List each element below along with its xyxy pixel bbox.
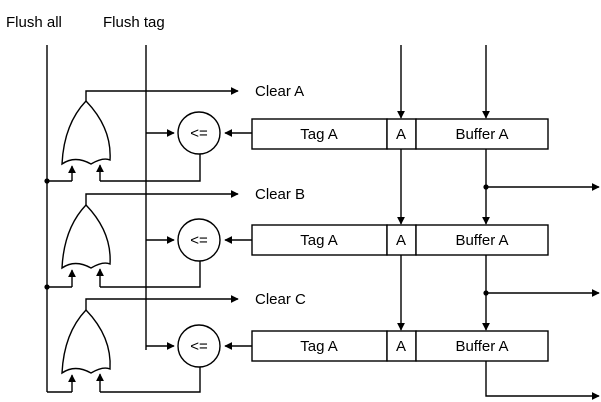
row-b: Clear B <= Tag A A Buffer A <box>47 186 600 331</box>
buffer-cell <box>415 118 549 150</box>
or-gate-c <box>61 308 111 375</box>
tag-cell <box>251 224 388 256</box>
or-output-wire <box>85 190 239 205</box>
row-a: Clear A <= Tag A A Buffer A <box>47 83 600 225</box>
buffer-output-wire <box>485 361 600 400</box>
tag-text: Tag A <box>300 232 338 249</box>
clear-label: Clear A <box>255 83 304 100</box>
flush-all-label: Flush all <box>6 14 62 31</box>
tag-text: Tag A <box>300 126 338 143</box>
compare-output-wire <box>100 260 201 288</box>
buffer-cell <box>415 330 549 362</box>
clear-label: Clear B <box>255 186 305 203</box>
buffer-text: Buffer A <box>455 232 508 249</box>
or-output-wire <box>85 87 239 101</box>
flag-text: A <box>396 126 406 143</box>
comparator-label: <= <box>190 338 208 355</box>
compare-output-wire <box>100 366 201 393</box>
comparator-b <box>177 218 221 262</box>
flag-text: A <box>396 338 406 355</box>
or-gate-b <box>61 203 111 270</box>
comparator-label: <= <box>190 232 208 249</box>
flush-tag-label: Flush tag <box>103 14 165 31</box>
compare-output-wire <box>100 152 201 182</box>
comparator-label: <= <box>190 125 208 142</box>
clear-label: Clear C <box>255 291 306 308</box>
tag-text: Tag A <box>300 338 338 355</box>
buffer-text: Buffer A <box>455 338 508 355</box>
row-c: Clear C <= Tag A A Buffer A <box>47 291 600 400</box>
comparator-a <box>177 111 221 155</box>
comparator-c <box>177 324 221 368</box>
flag-text: A <box>396 232 406 249</box>
or-gate-a <box>61 99 111 166</box>
or-output-wire <box>85 295 239 310</box>
buffer-cell <box>415 224 549 256</box>
buffer-text: Buffer A <box>455 126 508 143</box>
tag-cell <box>251 118 388 150</box>
